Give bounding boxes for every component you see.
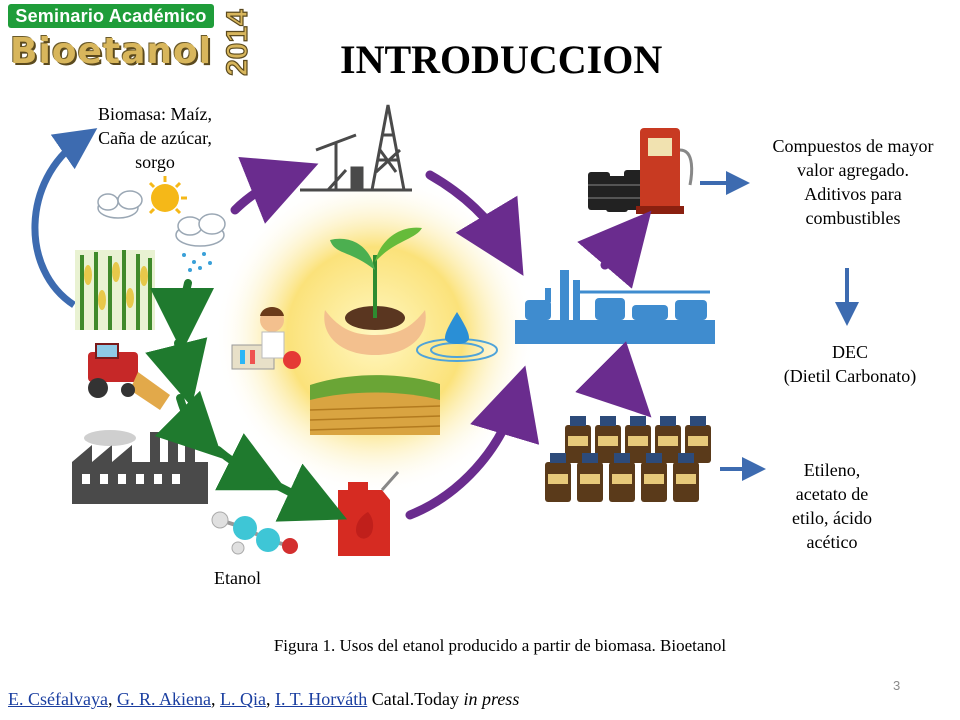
branch-arrow-up-icon bbox=[577, 210, 652, 289]
farmland-icon bbox=[309, 375, 441, 435]
label-ethylene: Etileno, acetato de etilo, ácido acético bbox=[762, 458, 902, 554]
reference-author-link[interactable]: L. Qia bbox=[219, 689, 266, 709]
water-drop-icon bbox=[416, 312, 498, 362]
cloud-rain-icon bbox=[175, 213, 226, 272]
refinery-icon bbox=[515, 270, 715, 344]
label-ethanol: Etanol bbox=[214, 568, 261, 588]
process-arrow-4-icon bbox=[214, 433, 287, 491]
oil-rig-icon bbox=[300, 104, 412, 192]
cycle-arrow-3-icon bbox=[405, 365, 540, 520]
separator: , bbox=[210, 689, 220, 709]
cycle-arrow-icon bbox=[31, 128, 98, 308]
process-arrow-2-icon bbox=[145, 337, 208, 408]
cloud-sun-icon bbox=[97, 176, 187, 219]
corn-field-icon bbox=[75, 250, 155, 330]
scientist-icon bbox=[231, 307, 301, 370]
harvester-icon bbox=[88, 343, 170, 410]
page-number: 3 bbox=[893, 678, 901, 693]
label-ethylene-line-4: acético bbox=[806, 532, 858, 552]
reference-author-link[interactable]: I. T. Horváth bbox=[274, 689, 368, 709]
page-title: INTRODUCCION bbox=[340, 37, 663, 82]
label-biomass-line-3: sorgo bbox=[135, 152, 175, 172]
separator: , bbox=[265, 689, 275, 709]
label-dec-line-1: DEC bbox=[832, 342, 868, 362]
branch-arrow-down-icon bbox=[575, 341, 652, 418]
process-arrow-1-icon bbox=[150, 279, 215, 352]
process-arrow-3-icon bbox=[154, 390, 223, 459]
references: E. Cséfalvaya, G. R. Akiena, L. Qia, I. … bbox=[8, 689, 519, 710]
label-ethylene-line-2: acetato de bbox=[795, 484, 869, 504]
separator: , bbox=[107, 689, 117, 709]
chemical-bottles-icon bbox=[545, 416, 711, 502]
label-biomass-line-2: Caña de azúcar, bbox=[98, 128, 212, 148]
sprout-hands-icon bbox=[324, 227, 426, 355]
label-ethylene-line-3: etilo, ácido bbox=[792, 508, 872, 528]
reference-author-link[interactable]: E. Cséfalvaya bbox=[8, 689, 108, 709]
logo-banner: Seminario Académico bbox=[8, 4, 214, 28]
label-biomass: Biomasa: Maíz, Caña de azúcar, sorgo bbox=[70, 102, 240, 174]
reference-author-link[interactable]: G. R. Akiena bbox=[116, 689, 211, 709]
label-dec: DEC (Dietil Carbonato) bbox=[760, 340, 940, 388]
label-compounds-line-1: Compuestos de mayor bbox=[772, 136, 934, 156]
molecule-icon bbox=[211, 511, 298, 555]
barrels-icon bbox=[588, 170, 646, 212]
cycle-arrow-2-icon bbox=[425, 170, 524, 276]
reference-status: in press bbox=[463, 689, 520, 709]
label-dec-line-2: (Dietil Carbonato) bbox=[783, 366, 917, 386]
cycle-arrow-1-icon bbox=[230, 156, 319, 224]
label-compounds: Compuestos de mayor valor agregado. Adit… bbox=[748, 134, 958, 230]
logo-year-text: 2014 bbox=[221, 9, 254, 76]
fuel-can-icon bbox=[338, 471, 400, 556]
label-compounds-line-3: Aditivos para bbox=[804, 184, 902, 204]
fuel-pump-icon bbox=[636, 128, 694, 214]
label-compounds-line-2: valor agregado. bbox=[797, 160, 909, 180]
reference-journal: Catal.Today bbox=[371, 689, 459, 709]
logo-year: 2014 bbox=[220, 8, 254, 76]
label-ethylene-line-1: Etileno, bbox=[803, 460, 861, 480]
label-biomass-line-1: Biomasa: Maíz, bbox=[98, 104, 212, 124]
process-arrow-5-icon bbox=[266, 463, 348, 522]
label-compounds-line-4: combustibles bbox=[805, 208, 901, 228]
figure-caption: Figura 1. Usos del etanol producido a pa… bbox=[273, 636, 727, 655]
logo-wordmark: Bioetanol bbox=[10, 31, 213, 72]
factory-icon bbox=[72, 430, 208, 504]
